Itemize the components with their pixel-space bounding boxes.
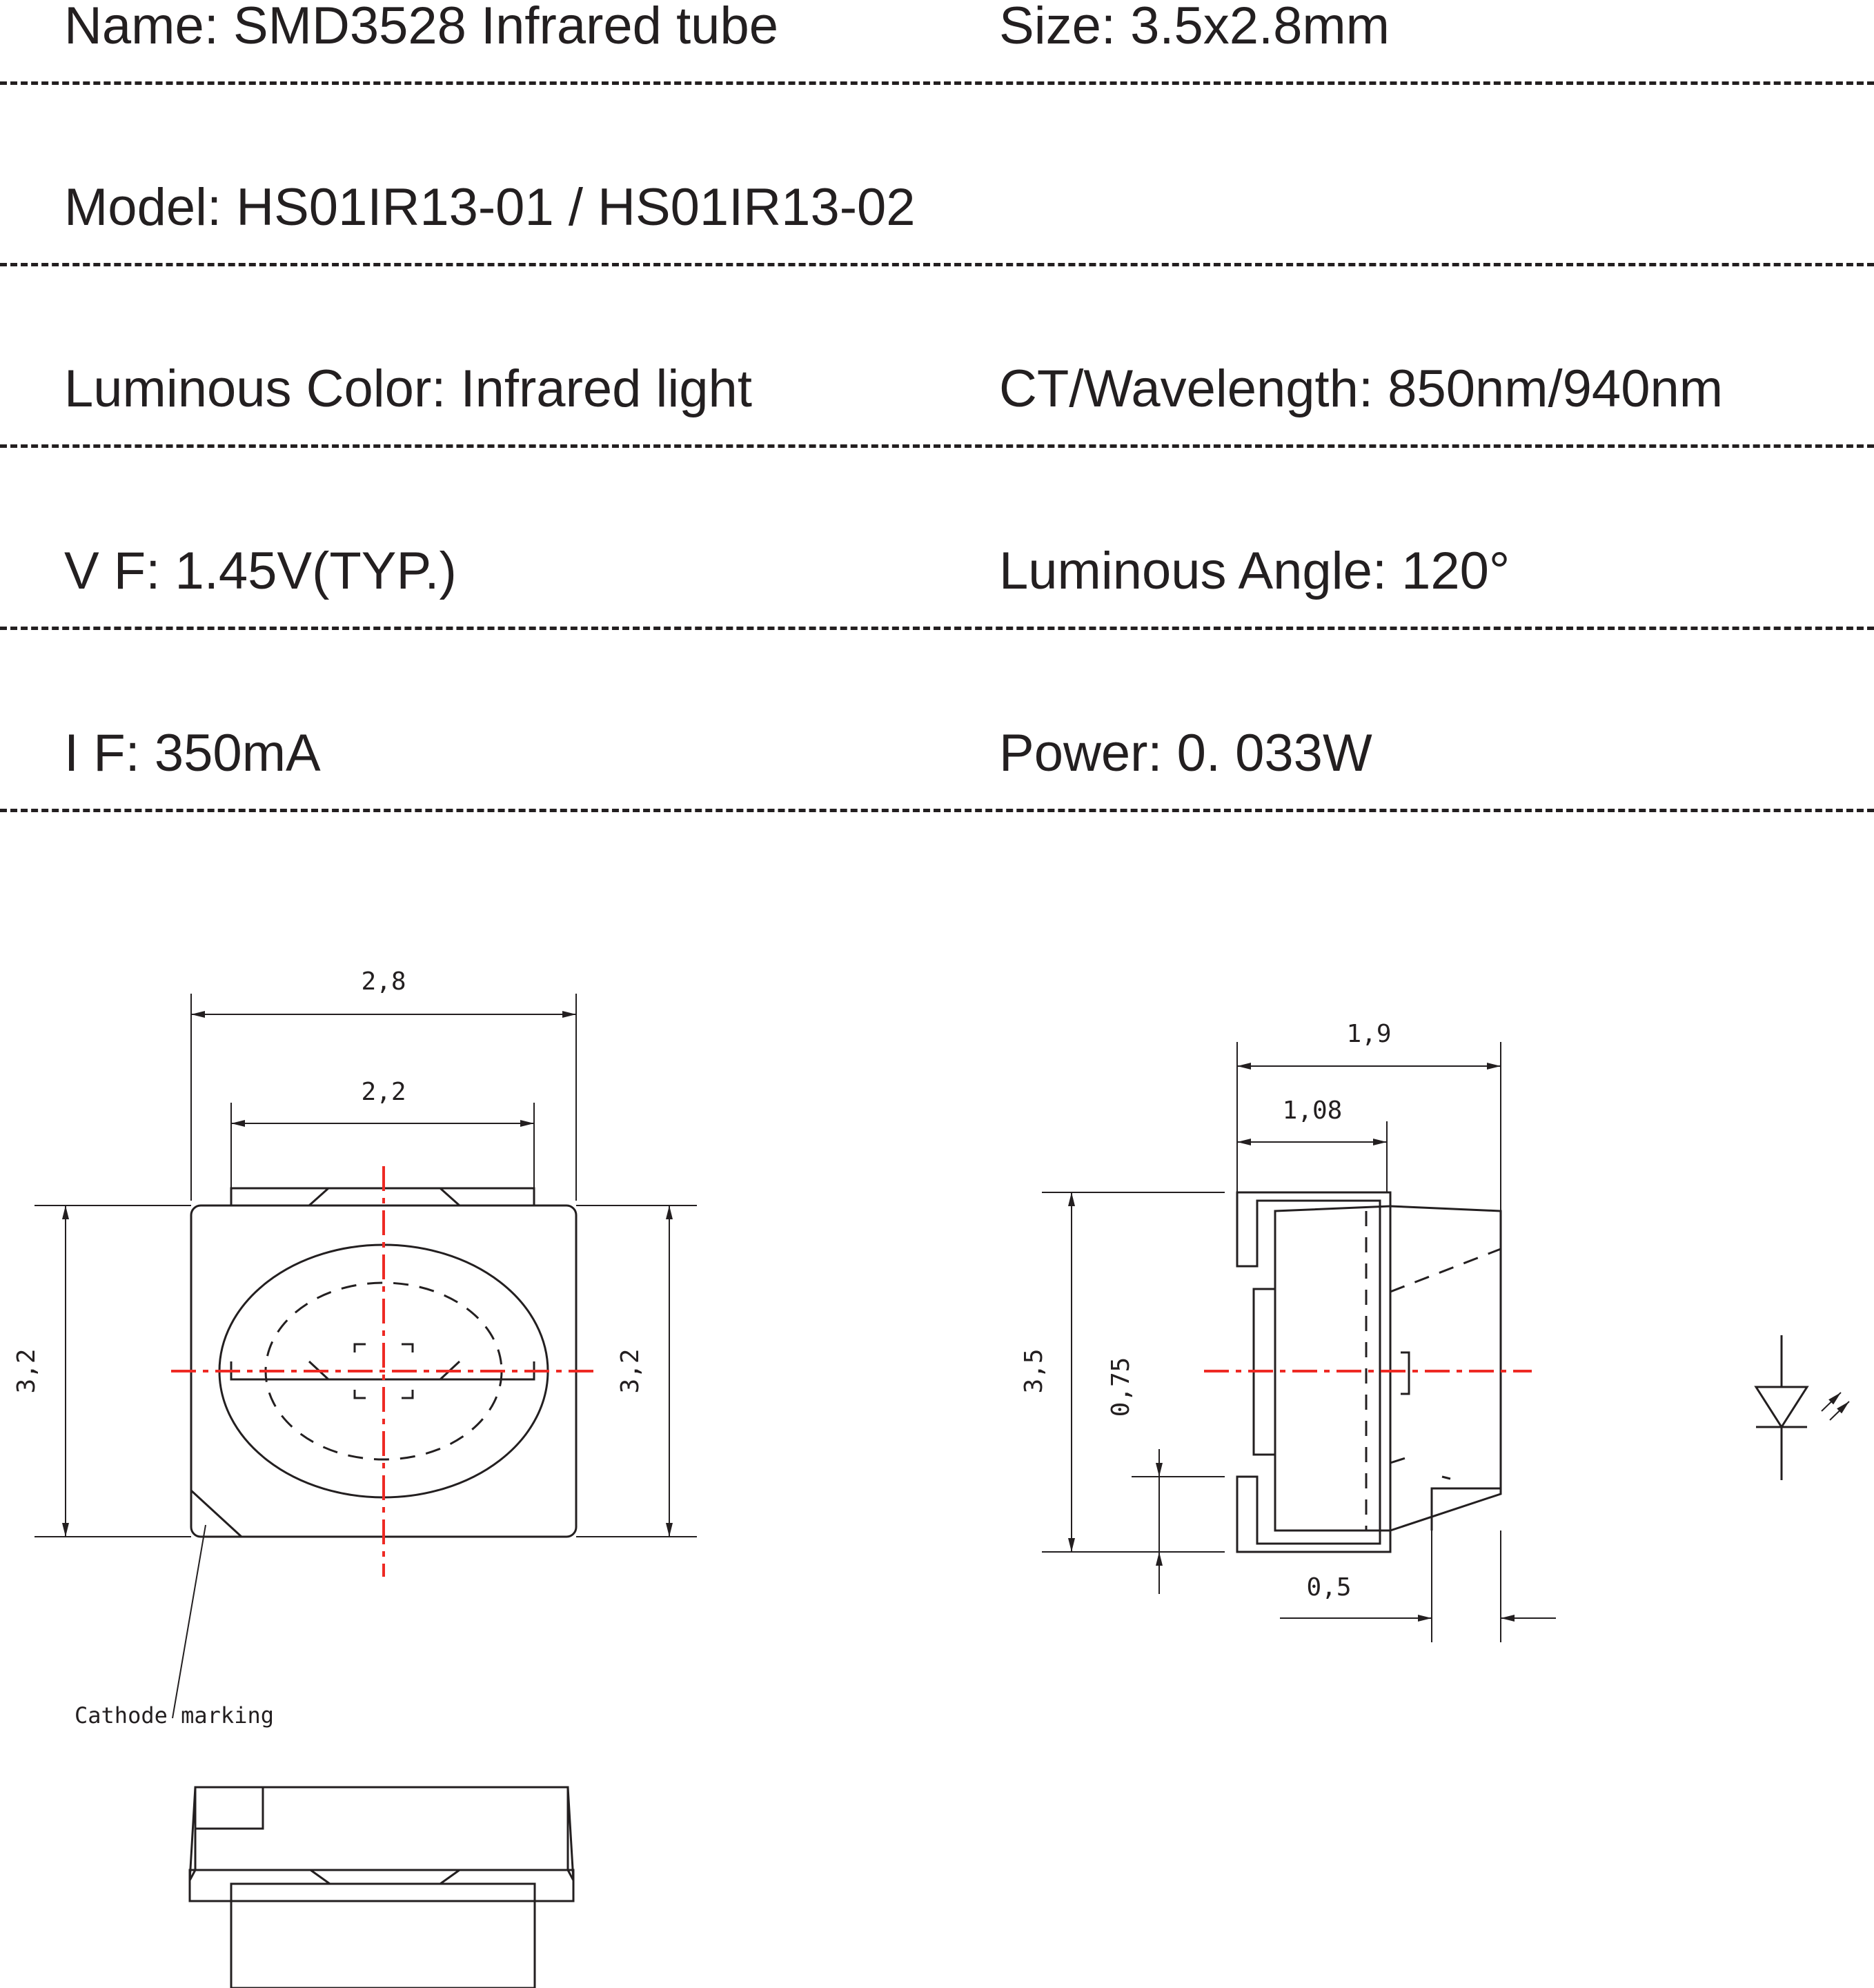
dim-side-height: 3,5 (1020, 1348, 1048, 1393)
lead-frame (1236, 1191, 1392, 1553)
bottom-band (188, 1869, 575, 1902)
dim-side-width: 1,9 (1346, 1020, 1391, 1048)
bottom-lower-body (230, 1882, 536, 1988)
dim-side-pad: 0,75 (1107, 1357, 1135, 1417)
dim-side-lead: 1,08 (1283, 1096, 1343, 1125)
bottom-view (188, 1786, 575, 1988)
row-divider (0, 444, 1874, 448)
top-view: 2,8 2,2 3,2 3,2 Cathode marking (12, 967, 697, 1729)
chip-outline (353, 1343, 414, 1399)
spec-name: Name: SMD3528 Infrared tube (64, 0, 778, 55)
side-body (1274, 1205, 1502, 1532)
spec-row-name: Name: SMD3528 Infrared tube Size: 3.5x2.… (0, 0, 1874, 177)
spec-row-if: I F: 350mA Power: 0. 033W (0, 722, 1874, 905)
side-chip (1401, 1351, 1410, 1395)
notch (1430, 1487, 1501, 1531)
spec-model: Model: HS01IR13-01 / HS01IR13-02 (64, 178, 916, 237)
bottom-corner-mark (194, 1786, 264, 1830)
row-divider (0, 81, 1874, 85)
row-divider (0, 627, 1874, 630)
dim-top-width-outer: 2,8 (361, 967, 406, 996)
spec-row-color: Luminous Color: Infrared light CT/Wavele… (0, 357, 1874, 540)
spec-size: Size: 3.5x2.8mm (999, 0, 1390, 55)
spec-angle: Luminous Angle: 120° (999, 542, 1510, 600)
spec-row-vf: V F: 1.45V(TYP.) Luminous Angle: 120° (0, 540, 1874, 722)
spec-power: Power: 0. 033W (999, 724, 1372, 783)
row-divider (0, 263, 1874, 266)
dim-top-width-inner: 2,2 (361, 1078, 406, 1106)
spec-luminous-color: Luminous Color: Infrared light (64, 360, 752, 418)
cathode-marking-label: Cathode marking (75, 1702, 274, 1729)
spec-row-model: Model: HS01IR13-01 / HS01IR13-02 (0, 176, 1874, 359)
led-diode-symbol (1754, 1335, 1850, 1480)
bottom-edges (188, 1787, 575, 1881)
spec-vf: V F: 1.45V(TYP.) (64, 542, 457, 600)
row-divider (0, 809, 1874, 812)
dim-top-height-right: 3,2 (616, 1348, 644, 1393)
side-view: 1,9 1,08 3,5 0,75 0,5 (1020, 1020, 1556, 1642)
spec-wavelength: CT/Wavelength: 850nm/940nm (999, 360, 1724, 418)
cathode-mark (190, 1489, 243, 1538)
dim-top-height-left: 3,2 (12, 1348, 41, 1393)
spec-if: I F: 350mA (64, 724, 321, 783)
dim-side-offset: 0,5 (1306, 1573, 1351, 1602)
